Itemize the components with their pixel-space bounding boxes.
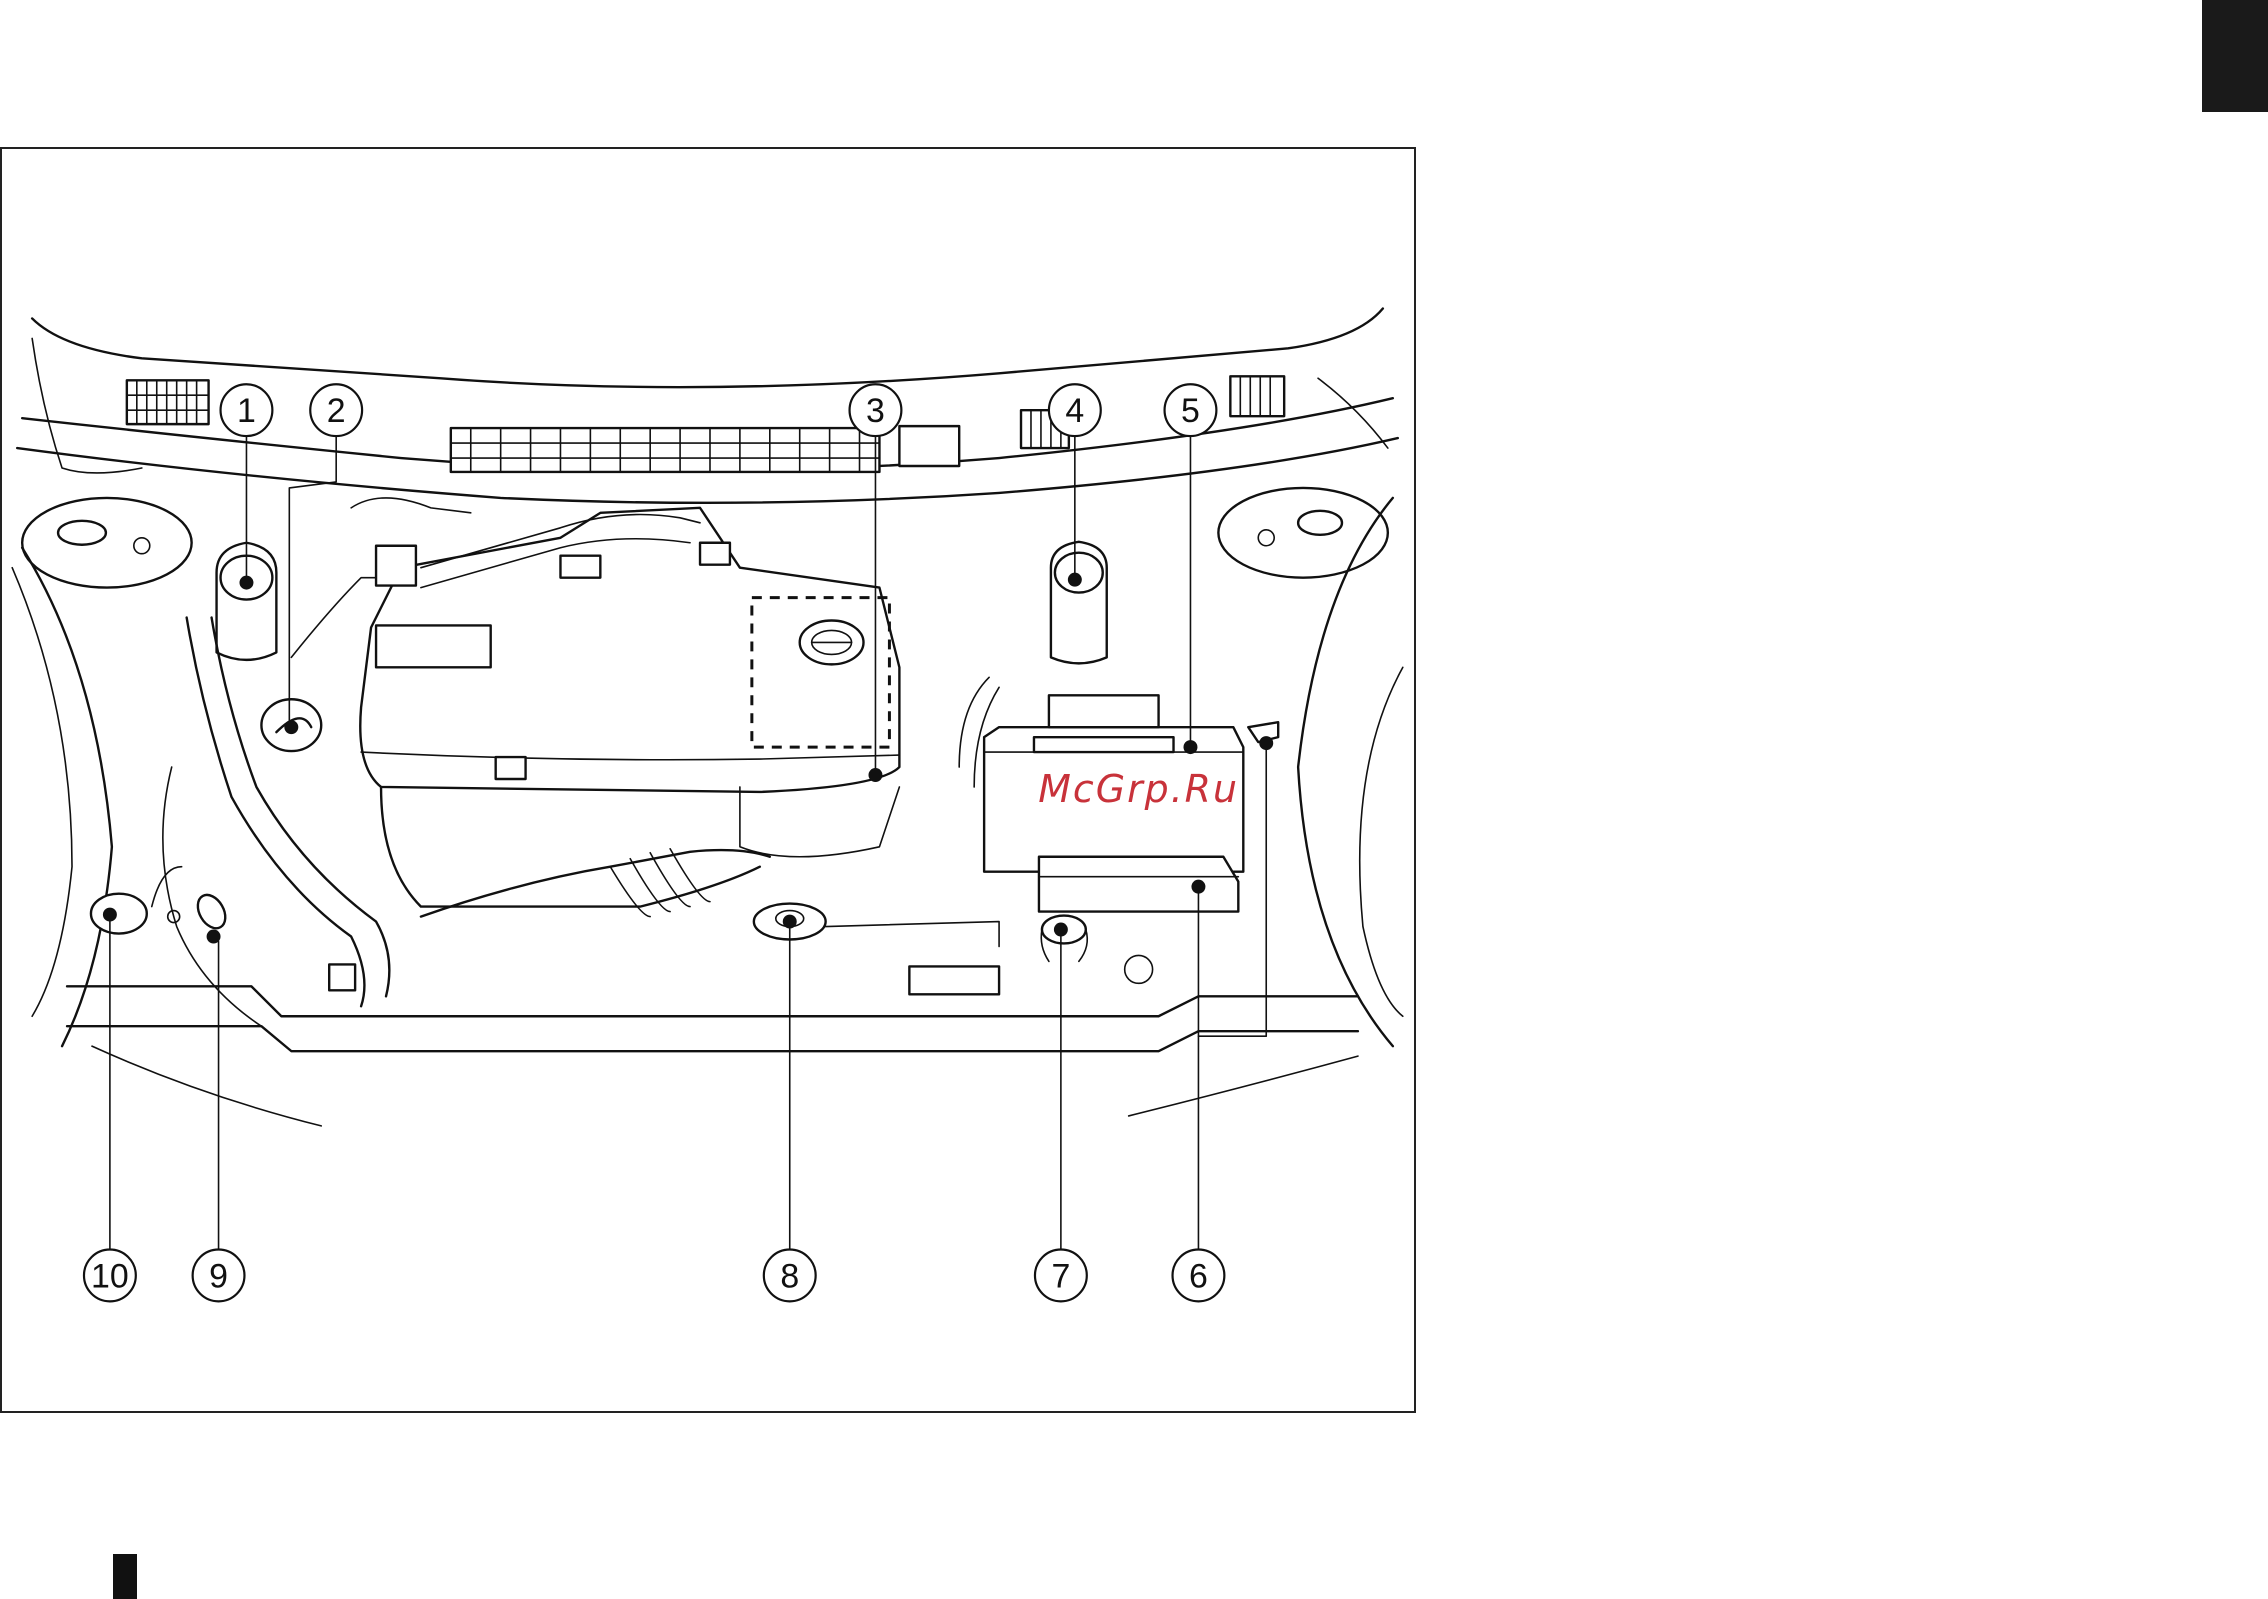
engine-cover xyxy=(360,508,899,792)
air-intake-duct xyxy=(381,787,899,917)
callout-4: 4 xyxy=(1049,384,1101,436)
callout-9-label: 9 xyxy=(209,1257,228,1295)
callout-8-label: 8 xyxy=(780,1257,799,1295)
engine-compartment-figure: 1 2 3 4 5 6 7 xyxy=(0,147,1416,1413)
coolant-reservoir-cap xyxy=(1041,916,1087,962)
callout-1-label: 1 xyxy=(237,392,256,430)
callout-7: 7 xyxy=(1035,1250,1087,1302)
callout-2: 2 xyxy=(310,384,362,436)
engine-compartment-illustration: 1 2 3 4 5 6 7 xyxy=(2,149,1414,1411)
callout-2-label: 2 xyxy=(327,392,346,430)
callout-8: 8 xyxy=(764,1250,816,1302)
page-footer-marker xyxy=(113,1554,137,1599)
callout-4-label: 4 xyxy=(1065,392,1084,430)
callout-6: 6 xyxy=(1173,1250,1225,1302)
callout-6-label: 6 xyxy=(1189,1257,1208,1295)
callout-10: 10 xyxy=(84,1250,136,1302)
callout-3: 3 xyxy=(850,384,902,436)
callout-9: 9 xyxy=(193,1250,245,1302)
left-strut-tower xyxy=(12,498,191,1046)
watermark-text: McGrp.Ru xyxy=(1038,767,1239,811)
right-reservoir xyxy=(1051,542,1107,664)
callout-5: 5 xyxy=(1165,384,1217,436)
callout-1: 1 xyxy=(221,384,273,436)
cowl-vent-grilles xyxy=(127,376,1284,472)
callout-7-label: 7 xyxy=(1051,1257,1070,1295)
callout-5-label: 5 xyxy=(1181,392,1200,430)
right-strut-tower xyxy=(1218,488,1402,1046)
callout-10-label: 10 xyxy=(91,1257,129,1295)
callout-3-label: 3 xyxy=(866,392,885,430)
washer-tank-cap xyxy=(91,867,182,934)
radiator-support xyxy=(67,955,1358,1125)
section-tab-marker xyxy=(2202,0,2268,112)
